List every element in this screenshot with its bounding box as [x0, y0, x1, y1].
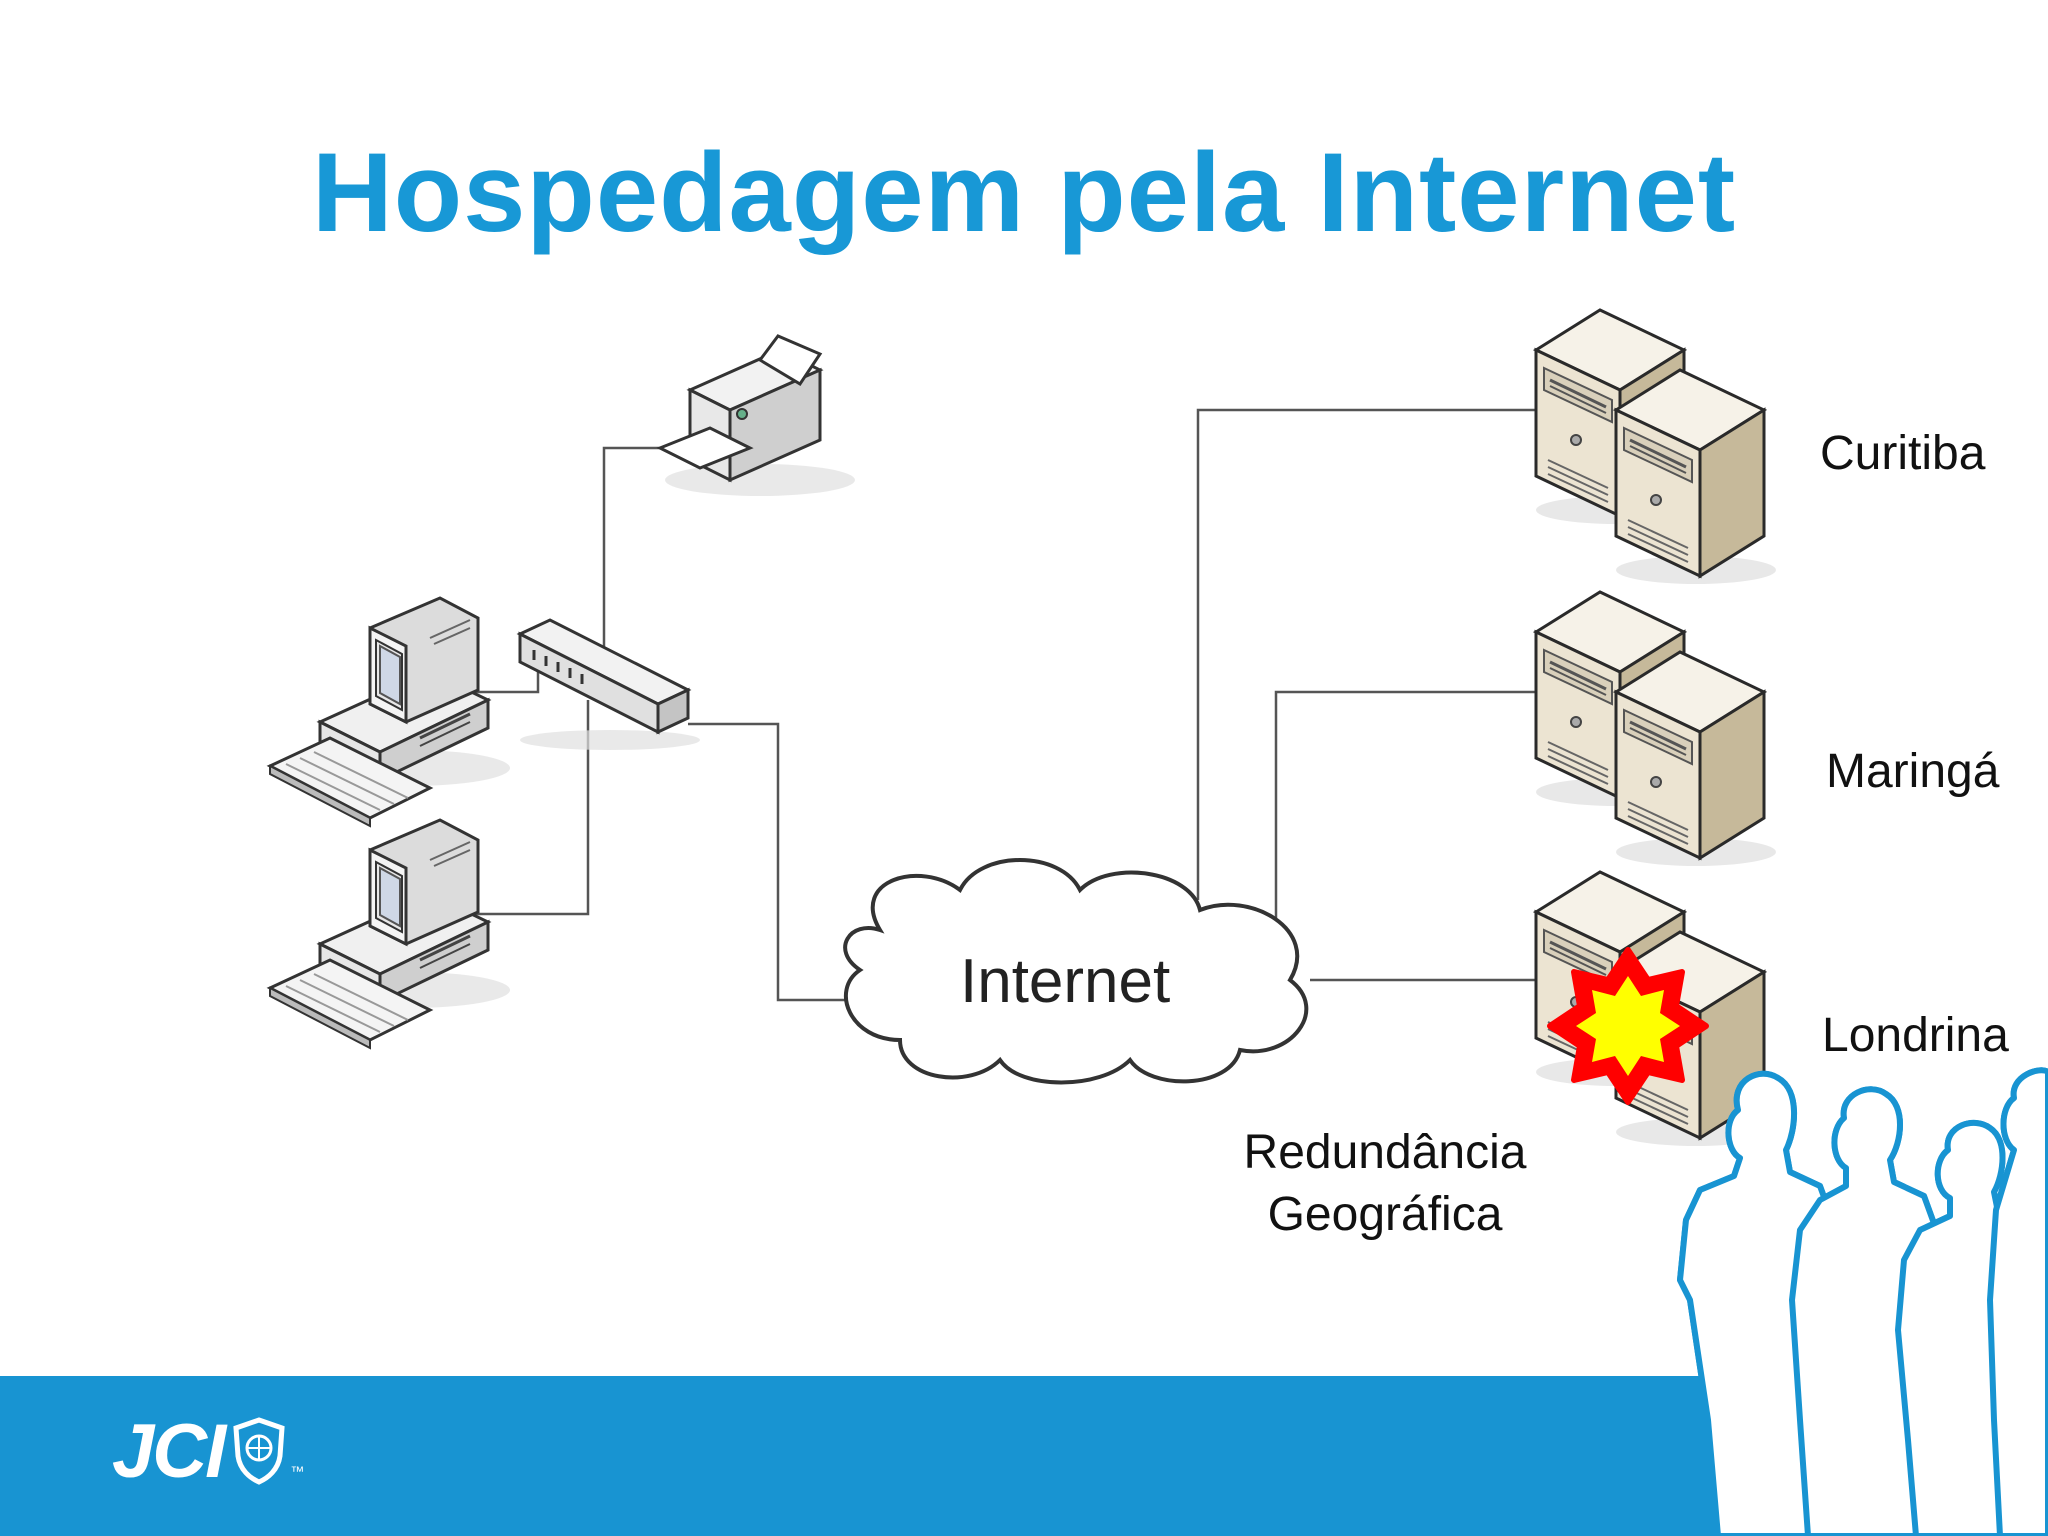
server-icon	[1534, 590, 1778, 868]
jci-logo: JCI ™	[112, 1406, 304, 1496]
computer-icon	[268, 596, 512, 828]
cloud-label: Internet	[960, 947, 1171, 1016]
switch-icon	[516, 618, 700, 750]
server-icon	[1534, 308, 1778, 586]
redundancy-caption: Redundância Geográfica	[1180, 1122, 1590, 1246]
footer-bar	[0, 1376, 2048, 1536]
explosion-icon	[1547, 947, 1709, 1105]
printer-icon	[656, 334, 855, 496]
site-label-curitiba: Curitiba	[1820, 427, 1986, 480]
logo-trademark: ™	[290, 1463, 305, 1479]
computer-icon	[268, 818, 512, 1050]
logo-text: JCI	[112, 1408, 226, 1494]
page-title: Hospedagem pela Internet	[311, 130, 1737, 255]
redundancy-line-1: Redundância	[1243, 1126, 1527, 1179]
cloud-icon	[843, 858, 1309, 1085]
connection-lines	[472, 408, 1538, 1002]
redundancy-line-2: Geográfica	[1267, 1188, 1503, 1241]
shield-icon	[233, 1417, 285, 1485]
site-label-maringa: Maringá	[1826, 745, 2000, 798]
site-label-londrina: Londrina	[1822, 1009, 2009, 1062]
